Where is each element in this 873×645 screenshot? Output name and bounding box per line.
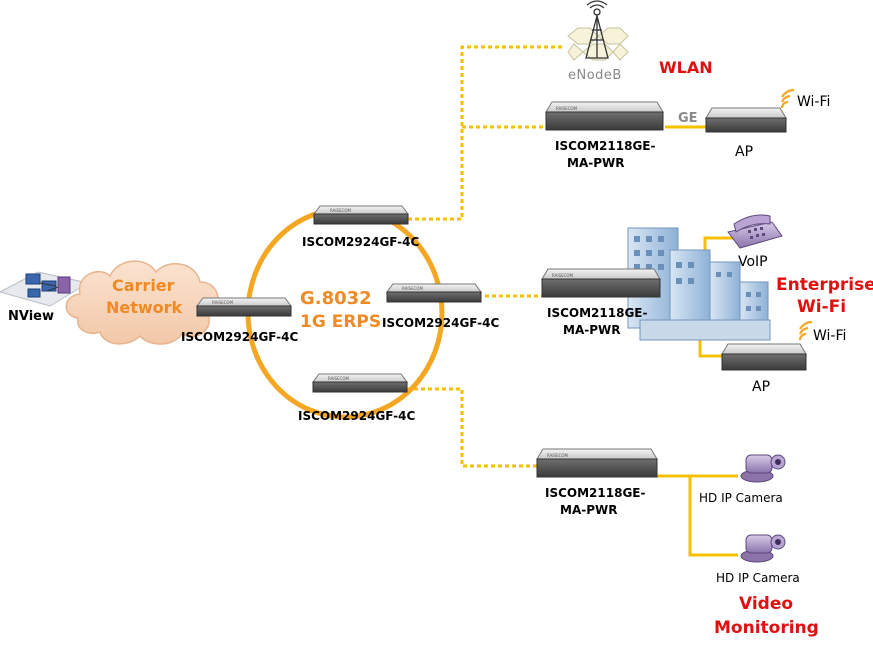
switch-top-label: ISCOM2924GF-4C xyxy=(302,235,419,249)
voip-phone-icon xyxy=(727,214,783,249)
enodeb-label: eNodeB xyxy=(568,68,622,83)
switch-wlan: RAISECOM ISCOM2118GE- MA-PWR xyxy=(545,101,664,170)
svg-text:RAISECOM: RAISECOM xyxy=(328,376,350,381)
voip-label: VoIP xyxy=(738,254,768,270)
carrier-network-cloud: Carrier Network xyxy=(65,260,219,345)
switch-video-label-1: ISCOM2118GE- xyxy=(545,486,646,500)
svg-text:RAISECOM: RAISECOM xyxy=(212,300,234,305)
video-title-2: Monitoring xyxy=(714,618,819,638)
ge-label: GE xyxy=(678,111,698,126)
ap-enterprise: AP xyxy=(721,343,807,395)
switch-enterprise-label-2: MA-PWR xyxy=(563,323,620,337)
switch-video-label-2: MA-PWR xyxy=(560,503,617,517)
wifi-icon xyxy=(798,320,813,341)
wlan-wifi-label: Wi-Fi xyxy=(797,94,830,110)
switch-ring-left: RAISECOM ISCOM2924GF-4C xyxy=(181,297,298,344)
enodeb: eNodeB xyxy=(567,0,629,83)
switch-enterprise-label-1: ISCOM2118GE- xyxy=(547,306,648,320)
ap-enterprise-label: AP xyxy=(752,379,770,395)
switch-ring-right: RAISECOM ISCOM2924GF-4C xyxy=(382,283,499,330)
carrier-label-2: Network xyxy=(106,298,183,317)
switch-wlan-label-2: MA-PWR xyxy=(567,156,624,170)
switch-ring-bottom: RAISECOM ISCOM2924GF-4C xyxy=(298,373,415,423)
ap-wlan: AP xyxy=(705,107,787,160)
carrier-label-1: Carrier xyxy=(112,276,175,295)
switch-right-label: ISCOM2924GF-4C xyxy=(382,316,499,330)
ring-label-2: 1G ERPS xyxy=(300,312,381,332)
switch-video: RAISECOM ISCOM2118GE- MA-PWR xyxy=(536,448,658,517)
switch-enterprise: RAISECOM ISCOM2118GE- MA-PWR xyxy=(541,268,661,337)
svg-text:RAISECOM: RAISECOM xyxy=(402,286,424,291)
nview-label: NView xyxy=(8,309,54,324)
enterprise-wifi-label: Wi-Fi xyxy=(813,328,846,344)
enterprise-title-2: Wi-Fi xyxy=(797,297,846,317)
camera1-label: HD IP Camera xyxy=(699,491,783,505)
switch-wlan-label-1: ISCOM2118GE- xyxy=(555,139,656,153)
camera2-label: HD IP Camera xyxy=(716,571,800,585)
enterprise-title-1: Enterprise xyxy=(776,275,873,295)
svg-text:RAISECOM: RAISECOM xyxy=(552,273,574,278)
wlan-title: WLAN xyxy=(659,58,713,77)
video-title-1: Video xyxy=(739,594,793,614)
camera-icon xyxy=(740,534,786,563)
svg-text:RAISECOM: RAISECOM xyxy=(547,453,569,458)
link-top-switch-to-enodeb xyxy=(408,45,562,221)
ring-label-1: G.8032 xyxy=(300,288,372,309)
switch-bottom-label: ISCOM2924GF-4C xyxy=(298,409,415,423)
link-bottom-switch-to-video xyxy=(407,387,537,468)
svg-text:RAISECOM: RAISECOM xyxy=(330,208,352,213)
switch-ring-top: RAISECOM ISCOM2924GF-4C xyxy=(302,205,419,249)
tower-icon xyxy=(585,0,609,59)
ap-wlan-label: AP xyxy=(735,144,753,160)
svg-text:RAISECOM: RAISECOM xyxy=(556,106,578,111)
camera-icon xyxy=(740,454,786,483)
wifi-icon xyxy=(780,88,795,109)
link-video-camera2 xyxy=(688,476,738,557)
switch-left-label: ISCOM2924GF-4C xyxy=(181,330,298,344)
